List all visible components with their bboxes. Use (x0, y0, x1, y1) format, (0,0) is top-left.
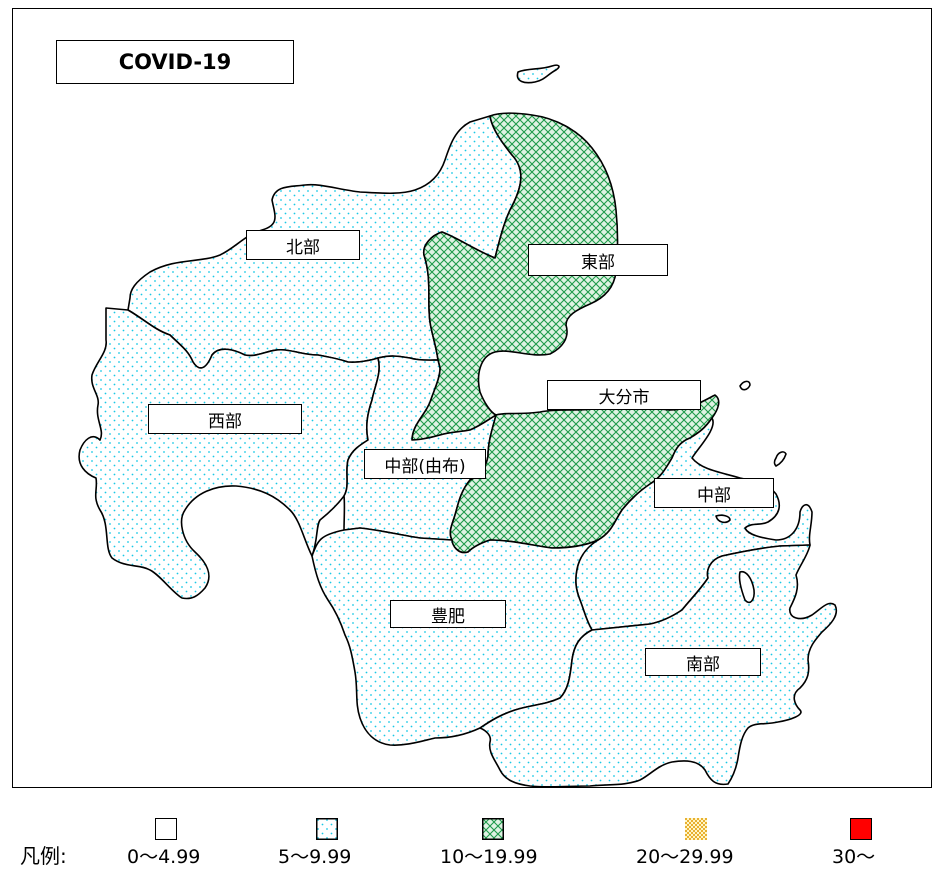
legend-label: 0〜4.99 (127, 846, 201, 868)
region-label-seibu: 西部 (148, 404, 302, 434)
region-seibu[interactable] (78, 307, 380, 600)
region-label-hohi: 豊肥 (390, 600, 506, 628)
region-label-chubu: 中部 (654, 478, 774, 508)
legend-label: 10〜19.99 (440, 846, 538, 868)
legend-label: 30〜 (832, 846, 876, 868)
legend-swatch-solid (850, 818, 872, 840)
legend-title: 凡例: (20, 844, 67, 868)
region-label-tobu: 東部 (528, 244, 668, 276)
region-label-nanbu: 南部 (645, 648, 761, 676)
legend-swatch-dots (316, 818, 338, 840)
region-label-chubu-yufu: 中部(由布) (364, 449, 486, 479)
region-label-hokubu: 北部 (246, 230, 360, 260)
island-small-2 (773, 451, 787, 467)
legend-swatch-blank (155, 818, 177, 840)
legend-swatch-crosshatch (482, 818, 504, 840)
region-label-oita-city: 大分市 (547, 380, 701, 410)
map-title: COVID-19 (56, 40, 294, 84)
island-north (516, 64, 560, 84)
legend-swatch-checker (685, 818, 707, 840)
island-small-1 (739, 380, 751, 391)
island-bay (738, 570, 755, 604)
legend-label: 5〜9.99 (278, 846, 352, 868)
legend-label: 20〜29.99 (636, 846, 734, 868)
island-small-3 (715, 514, 731, 524)
